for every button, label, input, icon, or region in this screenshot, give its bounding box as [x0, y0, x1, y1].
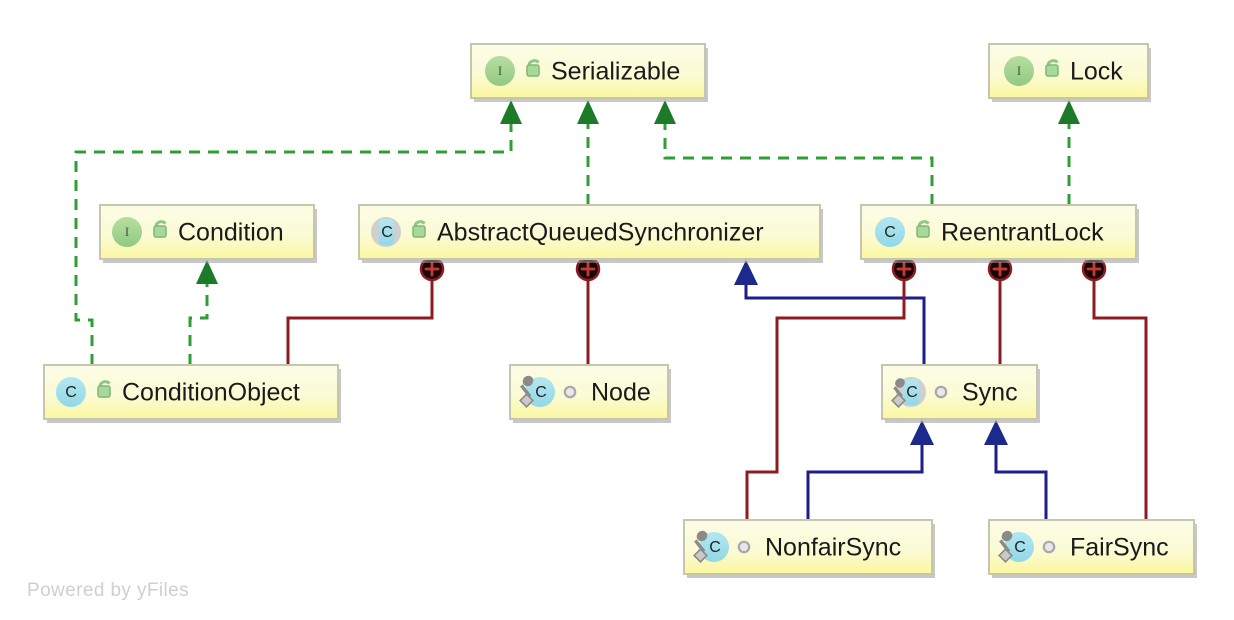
class-node-node[interactable]: C Node	[509, 364, 671, 423]
static-key-glyph	[891, 378, 906, 408]
class-node-sync[interactable]: C Sync	[881, 364, 1040, 423]
svg-text:C: C	[65, 384, 77, 401]
static-class-icon: C	[998, 530, 1034, 563]
svg-text:C: C	[1014, 539, 1026, 556]
class-node-fairsync[interactable]: C FairSync	[988, 519, 1197, 578]
class-node-conditionobject[interactable]: C ConditionObject	[43, 364, 341, 423]
edge-aqs-contains-node[interactable]	[575, 256, 601, 365]
package-circle-icon	[1042, 540, 1056, 554]
edge-aqs-contains-conditionobject[interactable]	[286, 256, 445, 365]
node-title: NonfairSync	[765, 534, 901, 562]
class-node-nonfairsync[interactable]: C NonfairSync	[683, 519, 935, 578]
node-title: Sync	[962, 379, 1018, 407]
node-body	[683, 519, 933, 575]
abstract-static-class-icon: C	[891, 377, 926, 408]
class-node-lock[interactable]: I Lock	[988, 43, 1151, 102]
edge-fairsync-extends-sync[interactable]	[984, 420, 1048, 520]
svg-text:C: C	[709, 539, 721, 556]
edge-nonfairsync-extends-sync[interactable]	[806, 420, 934, 520]
static-class-icon: C	[519, 375, 555, 408]
unlocked-padlock-icon	[97, 380, 111, 398]
class-node-reentrantlock[interactable]: C ReentrantLock	[860, 204, 1139, 263]
edge-conditionobject-realizes-serializable[interactable]	[74, 100, 522, 365]
edge-reentrantlock-contains-sync[interactable]	[987, 256, 1013, 365]
unlocked-padlock-icon	[916, 220, 930, 238]
class-node-condition[interactable]: I Condition	[99, 204, 317, 263]
node-title: Lock	[1070, 58, 1123, 86]
edge-reentrantlock-realizes-serializable[interactable]	[654, 100, 934, 205]
static-key-glyph	[519, 375, 534, 408]
package-circle-icon	[563, 385, 577, 399]
static-key-glyph	[693, 530, 708, 563]
node-title: AbstractQueuedSynchronizer	[437, 219, 764, 247]
svg-text:C: C	[535, 384, 547, 401]
edge-reentrantlock-realizes-lock[interactable]	[1058, 100, 1080, 205]
package-circle-icon	[737, 540, 751, 554]
unlocked-padlock-icon	[526, 59, 540, 77]
interface-icon: I	[1004, 56, 1034, 86]
node-body	[43, 364, 339, 420]
static-class-icon: C	[693, 530, 729, 563]
node-title: FairSync	[1070, 534, 1169, 562]
node-title: ConditionObject	[122, 379, 300, 407]
interface-icon: I	[485, 56, 515, 86]
edge-conditionobject-realizes-condition[interactable]	[188, 260, 218, 365]
node-title: Node	[591, 379, 651, 407]
unlocked-padlock-icon	[153, 220, 167, 238]
class-node-abstractqueuedsynchronizer[interactable]: C AbstractQueuedSynchronizer	[358, 204, 823, 263]
svg-text:I: I	[125, 224, 129, 239]
svg-text:C: C	[906, 384, 918, 401]
interface-icon: I	[112, 217, 142, 247]
unlocked-padlock-icon	[1045, 59, 1059, 77]
yfiles-watermark: Powered by yFiles	[27, 580, 189, 601]
svg-text:C: C	[381, 224, 393, 241]
package-circle-icon	[934, 385, 948, 399]
class-node-serializable[interactable]: I Serializable	[470, 43, 708, 102]
node-body	[860, 204, 1137, 260]
svg-text:I: I	[498, 63, 502, 78]
class-icon: C	[875, 217, 905, 247]
class-icon: C	[56, 377, 86, 407]
unlocked-padlock-icon	[412, 220, 426, 238]
abstract-class-icon: C	[371, 217, 401, 247]
node-title: Condition	[178, 219, 284, 247]
svg-text:I: I	[1017, 63, 1021, 78]
node-body	[358, 204, 821, 260]
node-title: ReentrantLock	[941, 219, 1104, 247]
edge-aqs-realizes-serializable[interactable]	[577, 100, 599, 205]
static-key-glyph	[998, 530, 1013, 563]
edge-reentrantlock-contains-fairsync[interactable]	[1081, 256, 1148, 520]
node-title: Serializable	[551, 58, 680, 86]
svg-text:C: C	[884, 224, 896, 241]
edge-sync-extends-aqs[interactable]	[734, 260, 926, 365]
